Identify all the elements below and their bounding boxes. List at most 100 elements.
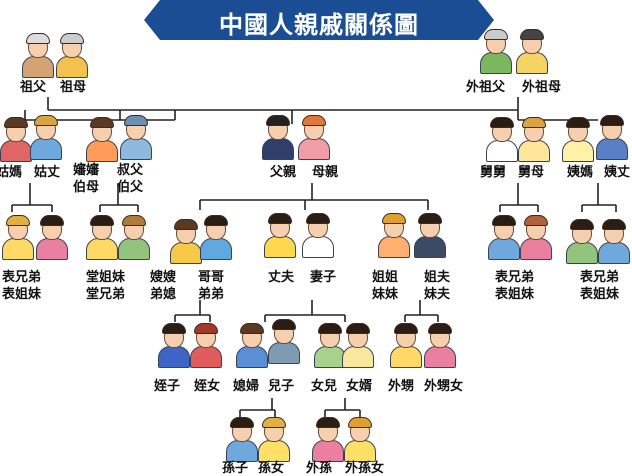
label-maternal-grandfather: 外祖父 xyxy=(466,80,506,95)
label-tang-sister: 堂姐妹 xyxy=(86,270,126,285)
person-hair xyxy=(306,213,330,224)
label-maternal-aunt-husband: 姨丈 xyxy=(604,165,631,180)
label-elder-sister-husband: 姐夫 xyxy=(424,270,451,285)
figure-niece xyxy=(190,323,222,368)
label-son: 兒子 xyxy=(268,379,295,394)
label-younger-uncle: 叔父 xyxy=(117,163,144,178)
figure-son xyxy=(268,319,300,364)
label-cousin-m-maternal-2: 表兄弟 xyxy=(580,270,620,285)
figure-maternal-uncle xyxy=(486,117,518,162)
connector-daughter-kids xyxy=(324,398,361,418)
figure-cousin-paternal-1 xyxy=(2,215,34,260)
figure-cousin-maternal-4 xyxy=(598,219,630,264)
person-hair xyxy=(418,213,442,224)
person-hair xyxy=(600,115,624,126)
label-maternal-uncle-wife: 舅母 xyxy=(518,165,545,180)
person-body xyxy=(22,56,54,78)
label-maternal-grandmother: 外祖母 xyxy=(522,80,562,95)
label-elder-uncle: 伯父 xyxy=(117,180,144,195)
person-body xyxy=(302,236,334,258)
figure-maternal-uncle-wife xyxy=(518,117,550,162)
connector-paternal-children xyxy=(24,110,176,121)
person-body xyxy=(30,138,62,160)
label-cousin-f-paternal: 表姐妹 xyxy=(2,287,42,302)
figure-daughter-granddaughter xyxy=(344,417,376,462)
person-body xyxy=(120,138,152,160)
person-hair xyxy=(302,115,326,126)
person-hair xyxy=(346,323,370,334)
person-hair xyxy=(230,417,254,428)
figure-cousin-paternal-2 xyxy=(36,215,68,260)
label-daughter-grandson: 外孫 xyxy=(306,461,333,476)
label-maternal-aunt: 姨媽 xyxy=(567,165,594,180)
person-body xyxy=(2,238,34,260)
person-body xyxy=(486,140,518,162)
person-body xyxy=(312,440,344,462)
label-cousin-m-paternal: 表兄弟 xyxy=(2,270,42,285)
figure-daughter-in-law xyxy=(236,323,268,368)
figure-son-in-law xyxy=(342,323,374,368)
figure-father xyxy=(262,115,294,160)
label-cousin-m-maternal-1: 表兄弟 xyxy=(495,270,535,285)
connector-uncle-kids xyxy=(99,183,139,212)
person-body xyxy=(268,342,300,364)
label-aunt: 姑媽 xyxy=(0,165,23,180)
person-body xyxy=(488,238,520,260)
person-hair xyxy=(60,33,84,44)
person-hair xyxy=(394,323,418,334)
person-hair xyxy=(382,213,406,224)
label-elder-sister: 姐姐 xyxy=(372,270,399,285)
figure-mother xyxy=(298,115,330,160)
connector-son-kids xyxy=(239,398,276,418)
figure-sister-daughter xyxy=(424,323,456,368)
connector-muncle-kids xyxy=(499,183,539,212)
label-younger-sister-husband: 妹夫 xyxy=(424,287,451,302)
person-hair xyxy=(520,29,544,40)
label-son-in-law: 女婿 xyxy=(346,379,373,394)
label-daughter: 女兒 xyxy=(311,379,338,394)
figure-sister-in-law xyxy=(170,219,202,264)
figure-aunt-husband xyxy=(30,115,62,160)
person-hair xyxy=(34,115,58,126)
person-hair xyxy=(316,417,340,428)
person-hair xyxy=(348,417,372,428)
label-uncle-wife: 嬸嬸 xyxy=(73,163,100,178)
figure-wife xyxy=(302,213,334,258)
label-daughter-in-law: 媳婦 xyxy=(233,379,260,394)
person-body xyxy=(378,236,410,258)
connector-brother-kids xyxy=(174,300,211,322)
title-banner: 中國人親戚關係圖 xyxy=(144,0,494,40)
person-hair xyxy=(122,215,146,226)
person-hair xyxy=(428,323,452,334)
person-hair xyxy=(90,117,114,128)
person-hair xyxy=(4,117,28,128)
figure-uncle xyxy=(120,115,152,160)
person-hair xyxy=(262,417,286,428)
person-body xyxy=(258,440,290,462)
figure-daughter xyxy=(314,323,346,368)
label-cousin-f-maternal-1: 表姐妹 xyxy=(495,287,535,302)
label-niece: 姪女 xyxy=(194,379,221,394)
person-body xyxy=(344,440,376,462)
label-sister-daughter: 外甥女 xyxy=(424,379,464,394)
person-body xyxy=(118,238,150,260)
connector-paternal-grandparents xyxy=(47,97,175,111)
person-hair xyxy=(40,215,64,226)
person-hair xyxy=(204,215,228,226)
person-body xyxy=(424,346,456,368)
person-body xyxy=(390,346,422,368)
figure-maternal-aunt-husband xyxy=(596,115,628,160)
person-body xyxy=(414,236,446,258)
figure-uncle-wife xyxy=(86,117,118,162)
label-father: 父親 xyxy=(270,165,297,180)
person-body xyxy=(596,138,628,160)
person-hair xyxy=(6,215,30,226)
person-body xyxy=(236,346,268,368)
figure-cousin-maternal-3 xyxy=(566,219,598,264)
person-body xyxy=(516,52,548,74)
person-hair xyxy=(240,323,264,334)
person-body xyxy=(170,242,202,264)
person-hair xyxy=(492,215,516,226)
person-body xyxy=(200,238,232,260)
